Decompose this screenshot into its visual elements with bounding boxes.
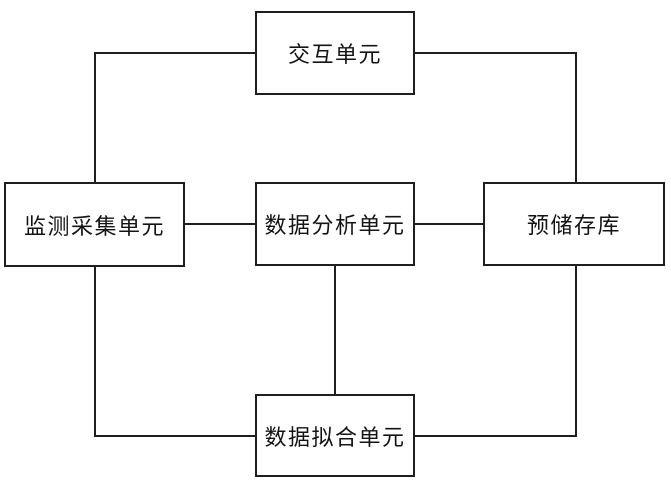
connector-interaction-storage-vertical bbox=[575, 52, 577, 184]
node-data-fitting-unit: 数据拟合单元 bbox=[255, 394, 415, 477]
node-monitoring-label: 监测采集单元 bbox=[23, 213, 165, 239]
connector-storage-fitting-horizontal bbox=[413, 435, 577, 437]
node-data-analysis-unit: 数据分析单元 bbox=[255, 182, 415, 266]
connector-interaction-monitoring-vertical bbox=[94, 52, 96, 184]
connector-analysis-storage bbox=[413, 223, 485, 225]
node-fitting-label: 数据拟合单元 bbox=[264, 424, 406, 450]
connector-monitoring-fitting-vertical bbox=[94, 265, 96, 437]
node-analysis-label: 数据分析单元 bbox=[264, 213, 406, 238]
connector-interaction-monitoring-horizontal bbox=[94, 52, 257, 54]
connector-interaction-storage-horizontal bbox=[413, 52, 577, 54]
node-storage-label: 预储存库 bbox=[526, 213, 621, 238]
connector-storage-fitting-vertical bbox=[575, 264, 577, 437]
node-monitoring-collection-unit: 监测采集单元 bbox=[4, 182, 185, 267]
connector-monitoring-analysis bbox=[183, 223, 257, 225]
connector-analysis-fitting bbox=[334, 264, 336, 396]
node-pre-storage-repository: 预储存库 bbox=[483, 182, 665, 266]
connector-monitoring-fitting-horizontal bbox=[94, 435, 257, 437]
node-interaction-unit: 交互单元 bbox=[255, 11, 415, 95]
node-interaction-label: 交互单元 bbox=[287, 42, 382, 67]
